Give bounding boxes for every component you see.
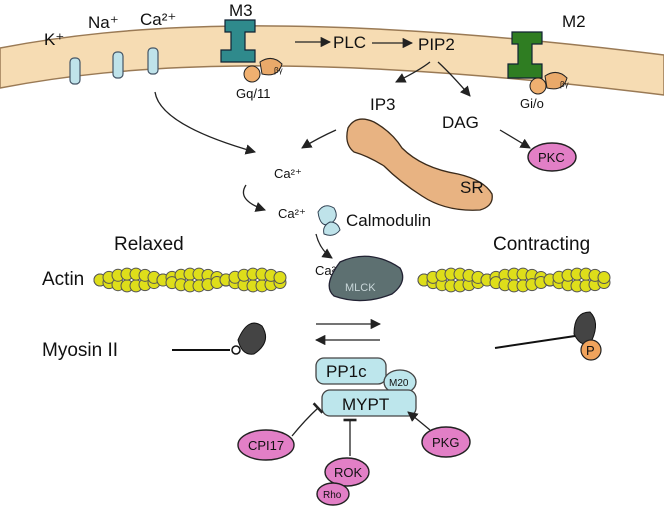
cell-membrane — [0, 25, 664, 96]
actin-filament-contracting — [417, 267, 611, 293]
label-dag: DAG — [442, 113, 479, 132]
label-m2: M2 — [562, 12, 586, 31]
label-k: K⁺ — [44, 30, 64, 49]
label-gi: Gi/o — [520, 96, 544, 111]
pkc-node — [527, 142, 577, 172]
actin-bead — [273, 271, 287, 285]
label-relaxed: Relaxed — [114, 234, 184, 255]
rok-node — [324, 457, 370, 487]
label-ip3: IP3 — [370, 95, 396, 114]
label-gq: Gq/11 — [236, 86, 270, 101]
label-ca-free: Ca²⁺ — [274, 166, 302, 181]
rho-node — [316, 482, 350, 506]
label-sr: SR — [460, 178, 484, 197]
label-myosin: Myosin II — [42, 340, 118, 361]
label-pp1c: PP1c — [326, 362, 367, 381]
label-ca-bound: Ca²⁺ — [278, 206, 306, 221]
label-rho: Rho — [323, 490, 342, 501]
actin-filament-relaxed — [93, 267, 287, 293]
na-channel-icon — [112, 51, 124, 79]
pkg-node — [421, 426, 471, 458]
m2-receptor-icon — [507, 31, 568, 95]
myosin-contracting-icon: P — [494, 311, 602, 361]
label-actin: Actin — [42, 269, 84, 290]
mlck-icon: MLCK — [328, 255, 404, 302]
label-calmodulin: Calmodulin — [346, 211, 431, 230]
label-beta-m3: βγ — [274, 66, 283, 75]
svg-text:P: P — [586, 343, 595, 358]
label-rok: ROK — [334, 465, 363, 480]
svg-text:MLCK: MLCK — [345, 282, 376, 294]
sr-organelle-icon — [346, 118, 493, 211]
label-na: Na⁺ — [88, 13, 119, 32]
ion-channels — [69, 47, 159, 85]
label-m20: M20 — [389, 378, 409, 389]
m3-receptor-icon — [220, 19, 283, 83]
label-pkc: PKC — [538, 150, 565, 165]
actin-bead — [597, 271, 611, 285]
cpi17-node — [237, 429, 295, 461]
label-beta-m2: βγ — [560, 80, 569, 89]
ca-channel-icon — [147, 47, 159, 75]
calmodulin-icon — [317, 205, 341, 236]
myosin-relaxed-icon — [172, 322, 267, 355]
k-channel-icon — [69, 57, 81, 85]
label-cpi17: CPI17 — [248, 438, 284, 453]
phosphate-node — [580, 339, 602, 361]
label-m3: M3 — [229, 1, 253, 20]
pp1c-node — [315, 357, 387, 385]
label-ca-ion: Ca²⁺ — [140, 10, 176, 29]
label-pkg: PKG — [432, 435, 459, 450]
label-pip2: PIP2 — [418, 35, 455, 54]
label-mypt: MYPT — [342, 395, 389, 414]
label-contracting: Contracting — [493, 234, 590, 255]
label-plc: PLC — [333, 33, 366, 52]
